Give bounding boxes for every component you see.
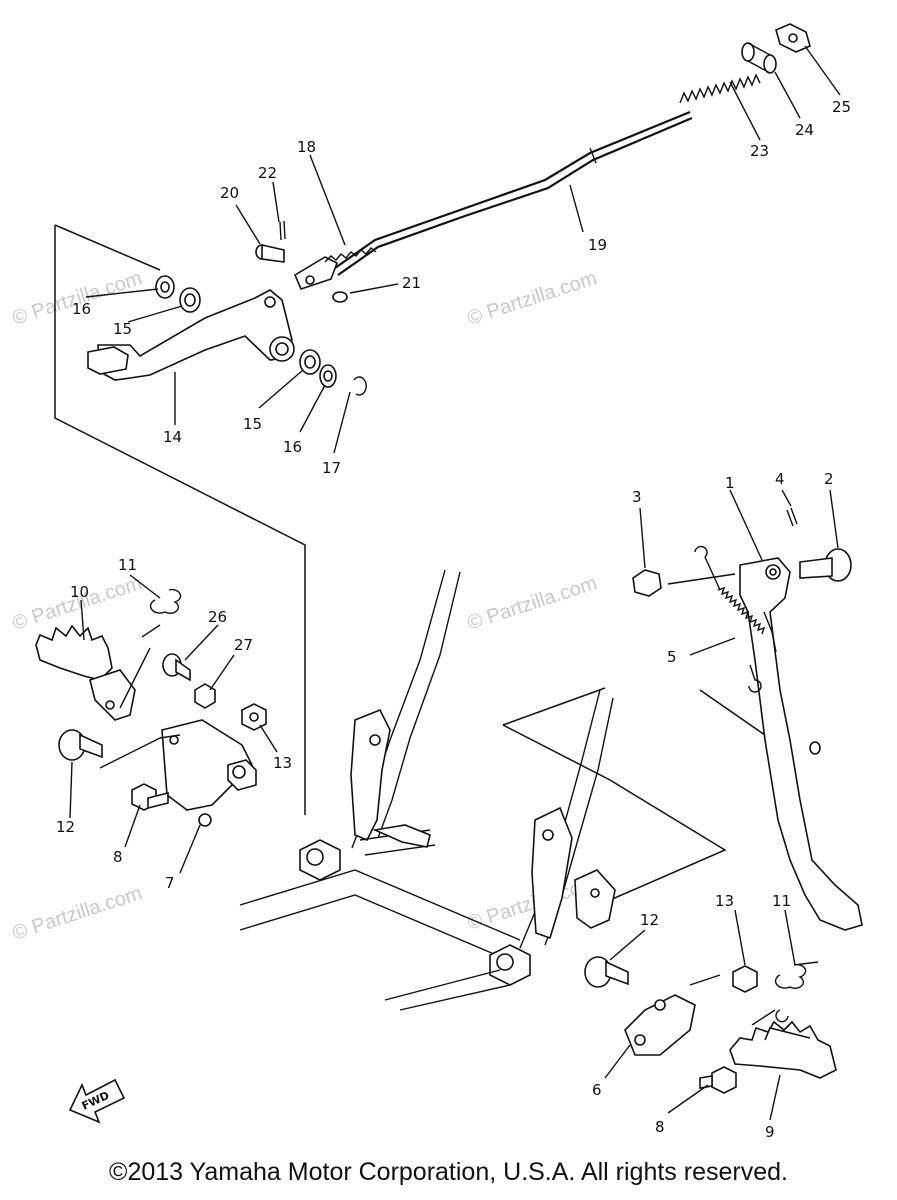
callout-7: 7 <box>165 874 175 892</box>
callout-17: 17 <box>322 459 341 477</box>
callout-14: 14 <box>163 428 182 446</box>
callout-18: 18 <box>297 138 316 156</box>
callout-2: 2 <box>824 470 834 488</box>
adjust-nut-25 <box>775 23 811 53</box>
watermark: © Partzilla.com <box>10 882 145 945</box>
callout-27: 27 <box>234 636 253 654</box>
callout-15-bottom: 15 <box>243 415 262 433</box>
watermark: © Partzilla.com <box>10 572 145 635</box>
callout-16-bottom: 16 <box>283 438 302 456</box>
callout-5: 5 <box>667 648 677 666</box>
pin-4 <box>786 507 798 527</box>
callout-20: 20 <box>220 184 239 202</box>
watermark: © Partzilla.com <box>465 572 600 635</box>
callout-13-left: 13 <box>273 754 292 772</box>
watermark: © Partzilla.com <box>465 267 600 330</box>
callout-21: 21 <box>402 274 421 292</box>
callout-24: 24 <box>795 121 814 139</box>
callout-3: 3 <box>632 488 642 506</box>
washer-16-bottom <box>319 364 337 388</box>
footrest-9 <box>729 1020 837 1079</box>
cotter-pin-22 <box>279 220 286 241</box>
callout-1: 1 <box>725 474 735 492</box>
footrest-10 <box>35 624 136 721</box>
callout-16-top: 16 <box>72 300 91 318</box>
spring-5 <box>694 545 766 693</box>
spring-11-right <box>774 961 819 1023</box>
bracket-7 <box>161 719 257 827</box>
callout-4: 4 <box>775 470 785 488</box>
frame <box>239 569 616 1011</box>
leader-lines <box>69 45 841 1121</box>
spring-11-left <box>141 588 182 638</box>
callout-12-left: 12 <box>56 818 75 836</box>
copyright-notice: ©2013 Yamaha Motor Corporation, U.S.A. A… <box>109 1158 788 1186</box>
callout-12-right: 12 <box>640 911 659 929</box>
callout-23: 23 <box>750 142 769 160</box>
seal-15-bottom <box>299 349 321 375</box>
rod-end-18 <box>293 247 377 290</box>
bolt-12-left <box>58 729 103 761</box>
nut-3 <box>632 569 662 597</box>
bolt-12-right <box>584 956 629 988</box>
washer-21 <box>332 291 348 303</box>
assembly-frames <box>54 224 776 901</box>
bolt-8-right <box>699 1066 737 1094</box>
callout-10: 10 <box>70 583 89 601</box>
callout-8-right: 8 <box>655 1118 665 1136</box>
callout-11-right: 11 <box>772 892 791 910</box>
callout-6: 6 <box>592 1081 602 1099</box>
circlip-17 <box>353 376 367 396</box>
callout-9: 9 <box>765 1123 775 1141</box>
callout-25: 25 <box>832 98 851 116</box>
fwd-arrow-icon: FWD <box>68 1078 126 1124</box>
seal-15-top <box>179 287 201 313</box>
pin-20 <box>255 243 285 263</box>
callout-26: 26 <box>208 608 227 626</box>
callout-13-right: 13 <box>715 892 734 910</box>
stand-stop-pin <box>809 741 821 755</box>
brake-rod-assembly <box>255 23 811 303</box>
callout-19: 19 <box>588 236 607 254</box>
side-stand-1 <box>739 557 863 931</box>
washer-16-top <box>155 275 175 299</box>
brake-pedal-14 <box>87 289 295 381</box>
bolt-26 <box>162 653 191 682</box>
spring-23 <box>679 73 761 104</box>
callout-15-top: 15 <box>113 320 132 338</box>
nut-13-right <box>732 965 758 993</box>
nut-13-left <box>241 703 267 731</box>
bolt-2 <box>799 548 852 582</box>
callout-numbers: 1 2 3 4 5 6 7 8 8 9 10 11 11 12 12 13 13… <box>56 98 851 1141</box>
bolt-8-left <box>131 783 169 811</box>
callout-8-left: 8 <box>113 848 123 866</box>
callout-22: 22 <box>258 164 277 182</box>
collar-24 <box>741 42 777 74</box>
bracket-6 <box>624 994 696 1056</box>
callout-11-left: 11 <box>118 556 137 574</box>
